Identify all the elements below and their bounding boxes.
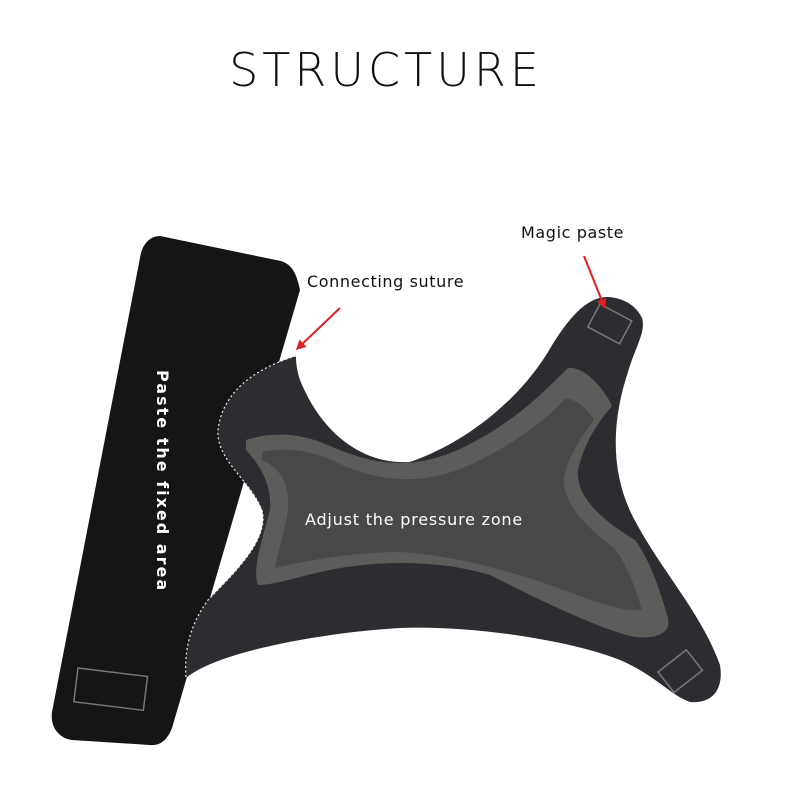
velcro-patch-magic [586,302,633,345]
connecting-suture-label: Connecting suture [307,272,464,291]
magic-paste-label: Magic paste [521,223,624,242]
pressure-zone-inner [262,398,642,611]
connecting-suture-stitch [185,355,297,679]
fixing-strap [51,236,300,746]
connecting-suture-arrow [295,307,341,351]
magic-paste-arrow [583,255,607,309]
velcro-patch-strap [73,667,149,712]
fixed-area-label: Paste the fixed area [153,370,172,592]
pressure-zone-label: Adjust the pressure zone [305,510,523,529]
page-title: STRUCTURE [229,43,543,97]
velcro-patch-bottom-right [656,648,704,694]
